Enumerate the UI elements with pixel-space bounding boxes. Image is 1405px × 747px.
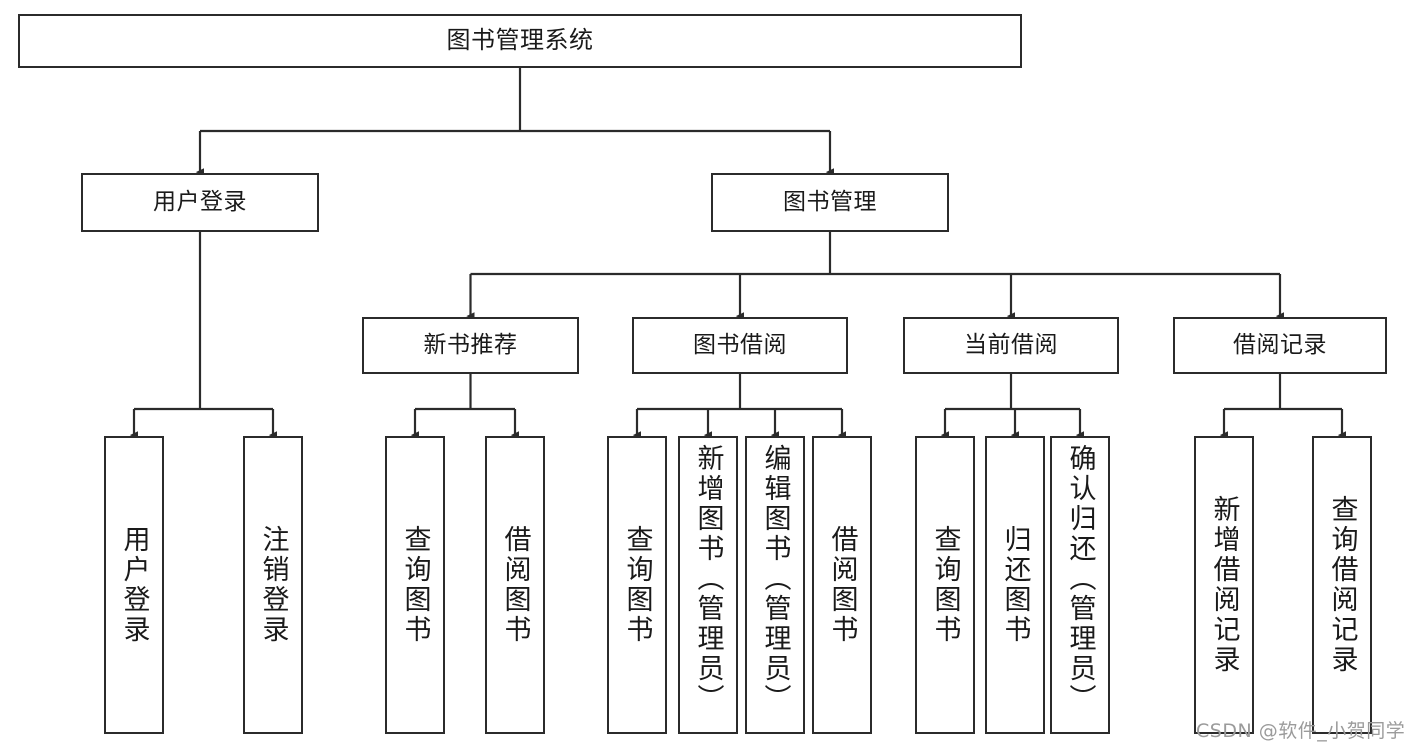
node-leaf-user-login[interactable]: 用户登录 bbox=[104, 436, 164, 734]
node-label: 借阅图书 bbox=[826, 525, 858, 645]
node-leaf-return-book[interactable]: 归还图书 bbox=[985, 436, 1045, 734]
node-label: 用户登录 bbox=[118, 525, 150, 645]
node-label: 归还图书 bbox=[999, 525, 1031, 645]
node-label: 查询图书 bbox=[399, 525, 431, 645]
node-label: 注销登录 bbox=[257, 525, 289, 645]
watermark-text: CSDN @软件_小贺同学 bbox=[1196, 720, 1405, 742]
node-label: 新书推荐 bbox=[423, 332, 518, 359]
node-leaf-add-book[interactable]: 新增图书（管理员） bbox=[678, 436, 738, 734]
node-label: 借阅图书 bbox=[499, 525, 531, 645]
node-label: 图书管理 bbox=[783, 189, 877, 216]
node-current-borrow[interactable]: 当前借阅 bbox=[903, 317, 1119, 374]
node-label: 确认归还（管理员） bbox=[1064, 444, 1096, 714]
node-book-borrow[interactable]: 图书借阅 bbox=[632, 317, 848, 374]
node-leaf-query-book-cur[interactable]: 查询图书 bbox=[915, 436, 975, 734]
node-leaf-query-book[interactable]: 查询图书 bbox=[607, 436, 667, 734]
node-leaf-borrow-book-rec[interactable]: 借阅图书 bbox=[485, 436, 545, 734]
node-user-login[interactable]: 用户登录 bbox=[81, 173, 319, 232]
node-label: 新增图书（管理员） bbox=[692, 444, 724, 714]
node-label: 当前借阅 bbox=[964, 332, 1058, 359]
node-borrow-record[interactable]: 借阅记录 bbox=[1173, 317, 1387, 374]
node-label: 查询图书 bbox=[621, 525, 653, 645]
node-leaf-user-logout[interactable]: 注销登录 bbox=[243, 436, 303, 734]
node-root[interactable]: 图书管理系统 bbox=[18, 14, 1022, 68]
node-label: 借阅记录 bbox=[1233, 332, 1327, 359]
node-label: 图书管理系统 bbox=[446, 26, 594, 55]
node-label: 新增借阅记录 bbox=[1208, 495, 1240, 675]
node-label: 查询借阅记录 bbox=[1326, 495, 1358, 675]
node-leaf-add-record[interactable]: 新增借阅记录 bbox=[1194, 436, 1254, 734]
node-label: 图书借阅 bbox=[693, 332, 787, 359]
node-leaf-edit-book[interactable]: 编辑图书（管理员） bbox=[745, 436, 805, 734]
node-label: 查询图书 bbox=[929, 525, 961, 645]
node-leaf-query-book-rec[interactable]: 查询图书 bbox=[385, 436, 445, 734]
node-book-manage[interactable]: 图书管理 bbox=[711, 173, 949, 232]
node-leaf-query-record[interactable]: 查询借阅记录 bbox=[1312, 436, 1372, 734]
node-label: 编辑图书（管理员） bbox=[759, 444, 791, 714]
node-leaf-borrow-book[interactable]: 借阅图书 bbox=[812, 436, 872, 734]
node-label: 用户登录 bbox=[153, 189, 247, 216]
node-new-book-rec[interactable]: 新书推荐 bbox=[362, 317, 579, 374]
node-leaf-confirm-return[interactable]: 确认归还（管理员） bbox=[1050, 436, 1110, 734]
